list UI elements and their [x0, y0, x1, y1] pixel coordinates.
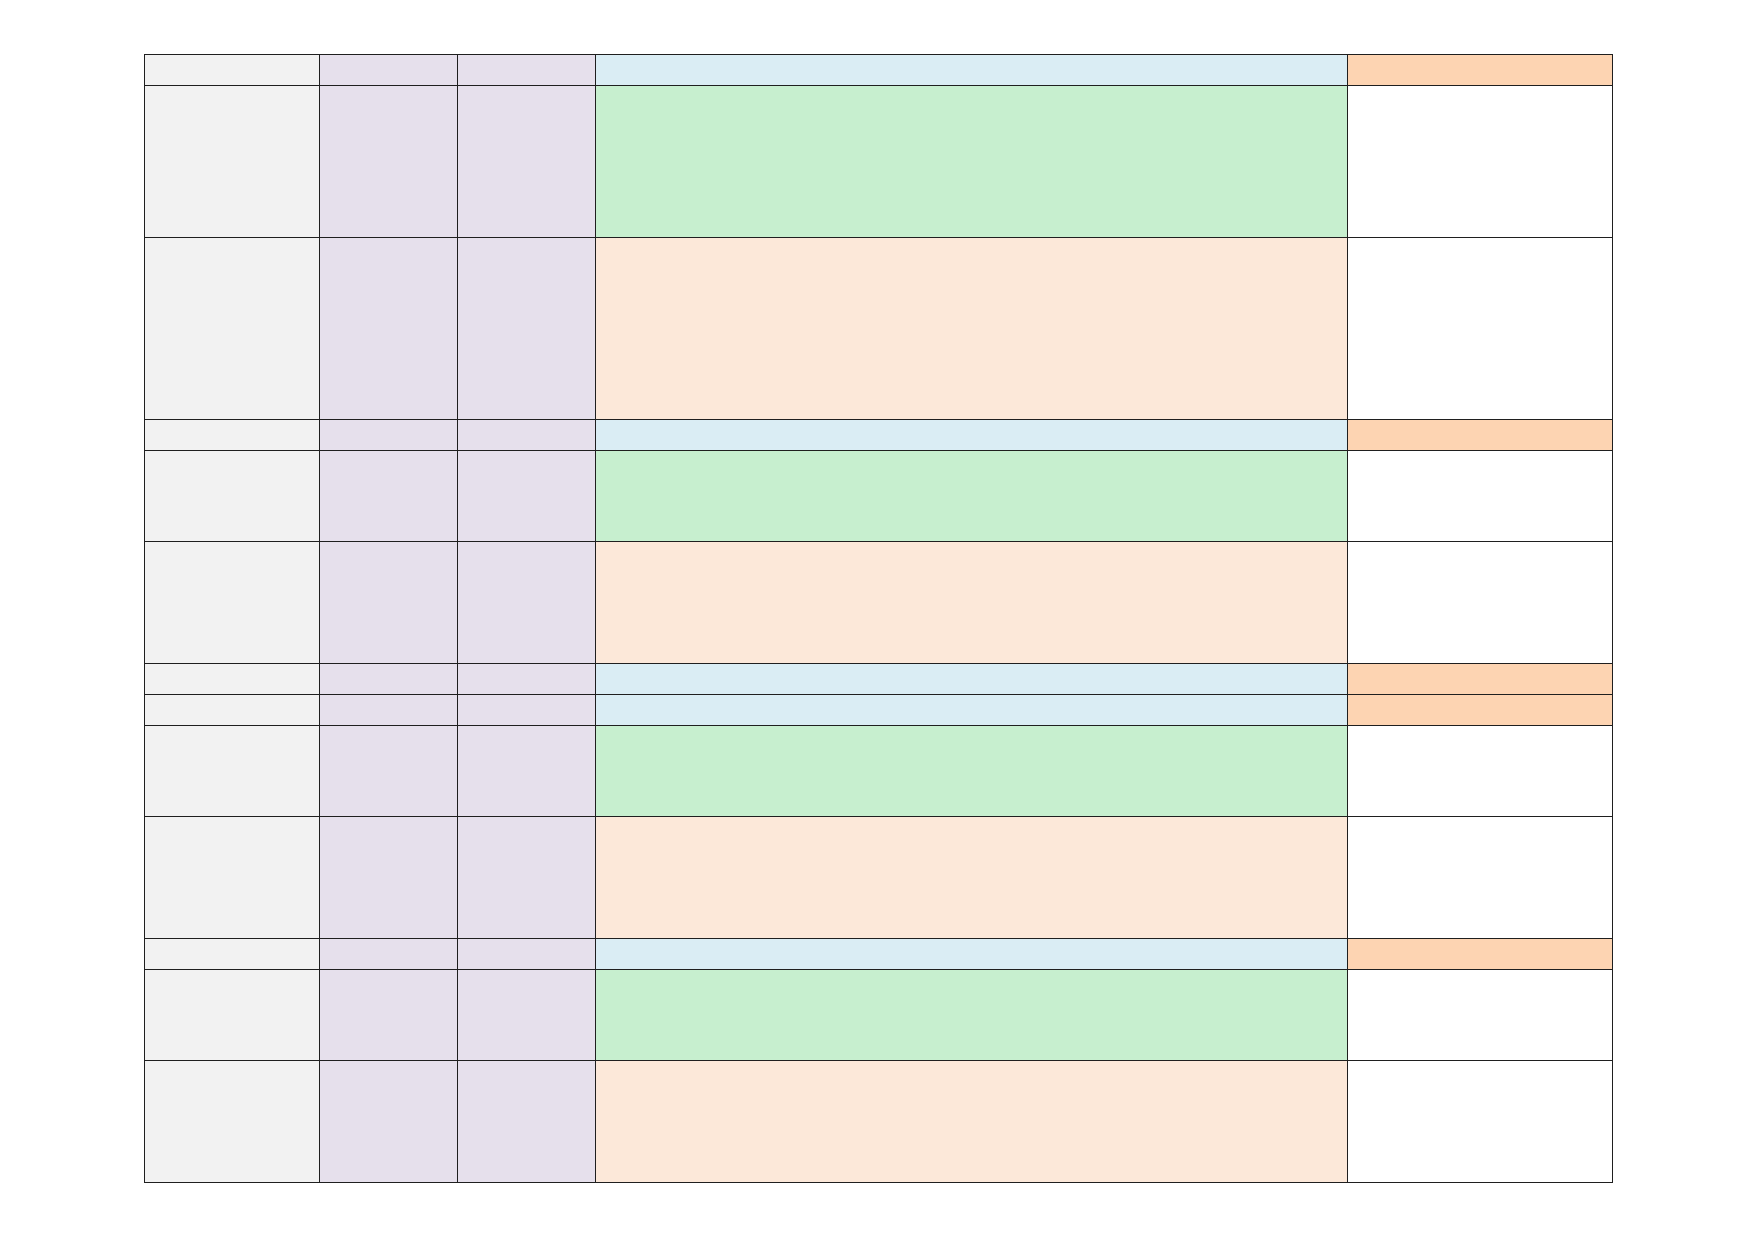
table-cell-r0-main: [595, 54, 1348, 86]
table-cell-r0-side: [1347, 54, 1613, 86]
table-cell-r4-meta2: [457, 450, 596, 542]
data-table: [144, 54, 1613, 1183]
table-cell-r3-side: [1347, 419, 1613, 451]
table-cell-r1-meta2: [457, 85, 596, 238]
table-cell-r10-label: [144, 938, 320, 970]
table-cell-r10-meta2: [457, 938, 596, 970]
table-cell-r11-meta2: [457, 969, 596, 1061]
table-cell-r6-label: [144, 663, 320, 695]
table-cell-r5-label: [144, 541, 320, 664]
table-cell-r1-side: [1347, 85, 1613, 238]
table-cell-r12-meta2: [457, 1060, 596, 1183]
table-cell-r5-main: [595, 541, 1348, 664]
table-cell-r5-side: [1347, 541, 1613, 664]
table-cell-r8-meta2: [457, 725, 596, 817]
table-cell-r10-main: [595, 938, 1348, 970]
table-cell-r3-main: [595, 419, 1348, 451]
table-cell-r0-meta1: [319, 54, 458, 86]
table-cell-r7-meta1: [319, 694, 458, 726]
table-cell-r12-meta1: [319, 1060, 458, 1183]
table-cell-r8-side: [1347, 725, 1613, 817]
table-cell-r5-meta2: [457, 541, 596, 664]
table-cell-r8-label: [144, 725, 320, 817]
table-cell-r9-main: [595, 816, 1348, 939]
table-cell-r10-meta1: [319, 938, 458, 970]
table-cell-r2-label: [144, 237, 320, 420]
table-cell-r4-label: [144, 450, 320, 542]
table-cell-r1-main: [595, 85, 1348, 238]
table-cell-r11-main: [595, 969, 1348, 1061]
table-cell-r0-label: [144, 54, 320, 86]
table-cell-r4-main: [595, 450, 1348, 542]
table-cell-r11-side: [1347, 969, 1613, 1061]
table-cell-r1-meta1: [319, 85, 458, 238]
table-cell-r3-meta2: [457, 419, 596, 451]
table-cell-r3-meta1: [319, 419, 458, 451]
table-cell-r12-main: [595, 1060, 1348, 1183]
table-cell-r10-side: [1347, 938, 1613, 970]
table-cell-r9-side: [1347, 816, 1613, 939]
table-cell-r7-main: [595, 694, 1348, 726]
table-cell-r4-meta1: [319, 450, 458, 542]
table-cell-r12-label: [144, 1060, 320, 1183]
table-cell-r3-label: [144, 419, 320, 451]
table-cell-r1-label: [144, 85, 320, 238]
table-cell-r7-label: [144, 694, 320, 726]
table-cell-r2-side: [1347, 237, 1613, 420]
table-cell-r2-main: [595, 237, 1348, 420]
table-cell-r8-meta1: [319, 725, 458, 817]
table-cell-r9-label: [144, 816, 320, 939]
table-cell-r6-meta1: [319, 663, 458, 695]
table-cell-r8-main: [595, 725, 1348, 817]
table-cell-r6-main: [595, 663, 1348, 695]
table-cell-r4-side: [1347, 450, 1613, 542]
table-cell-r11-meta1: [319, 969, 458, 1061]
table-cell-r9-meta2: [457, 816, 596, 939]
table-cell-r2-meta1: [319, 237, 458, 420]
table-cell-r11-label: [144, 969, 320, 1061]
table-cell-r6-meta2: [457, 663, 596, 695]
table-cell-r2-meta2: [457, 237, 596, 420]
table-cell-r5-meta1: [319, 541, 458, 664]
table-cell-r7-side: [1347, 694, 1613, 726]
table-cell-r9-meta1: [319, 816, 458, 939]
table-cell-r0-meta2: [457, 54, 596, 86]
table-cell-r6-side: [1347, 663, 1613, 695]
table-cell-r12-side: [1347, 1060, 1613, 1183]
table-cell-r7-meta2: [457, 694, 596, 726]
